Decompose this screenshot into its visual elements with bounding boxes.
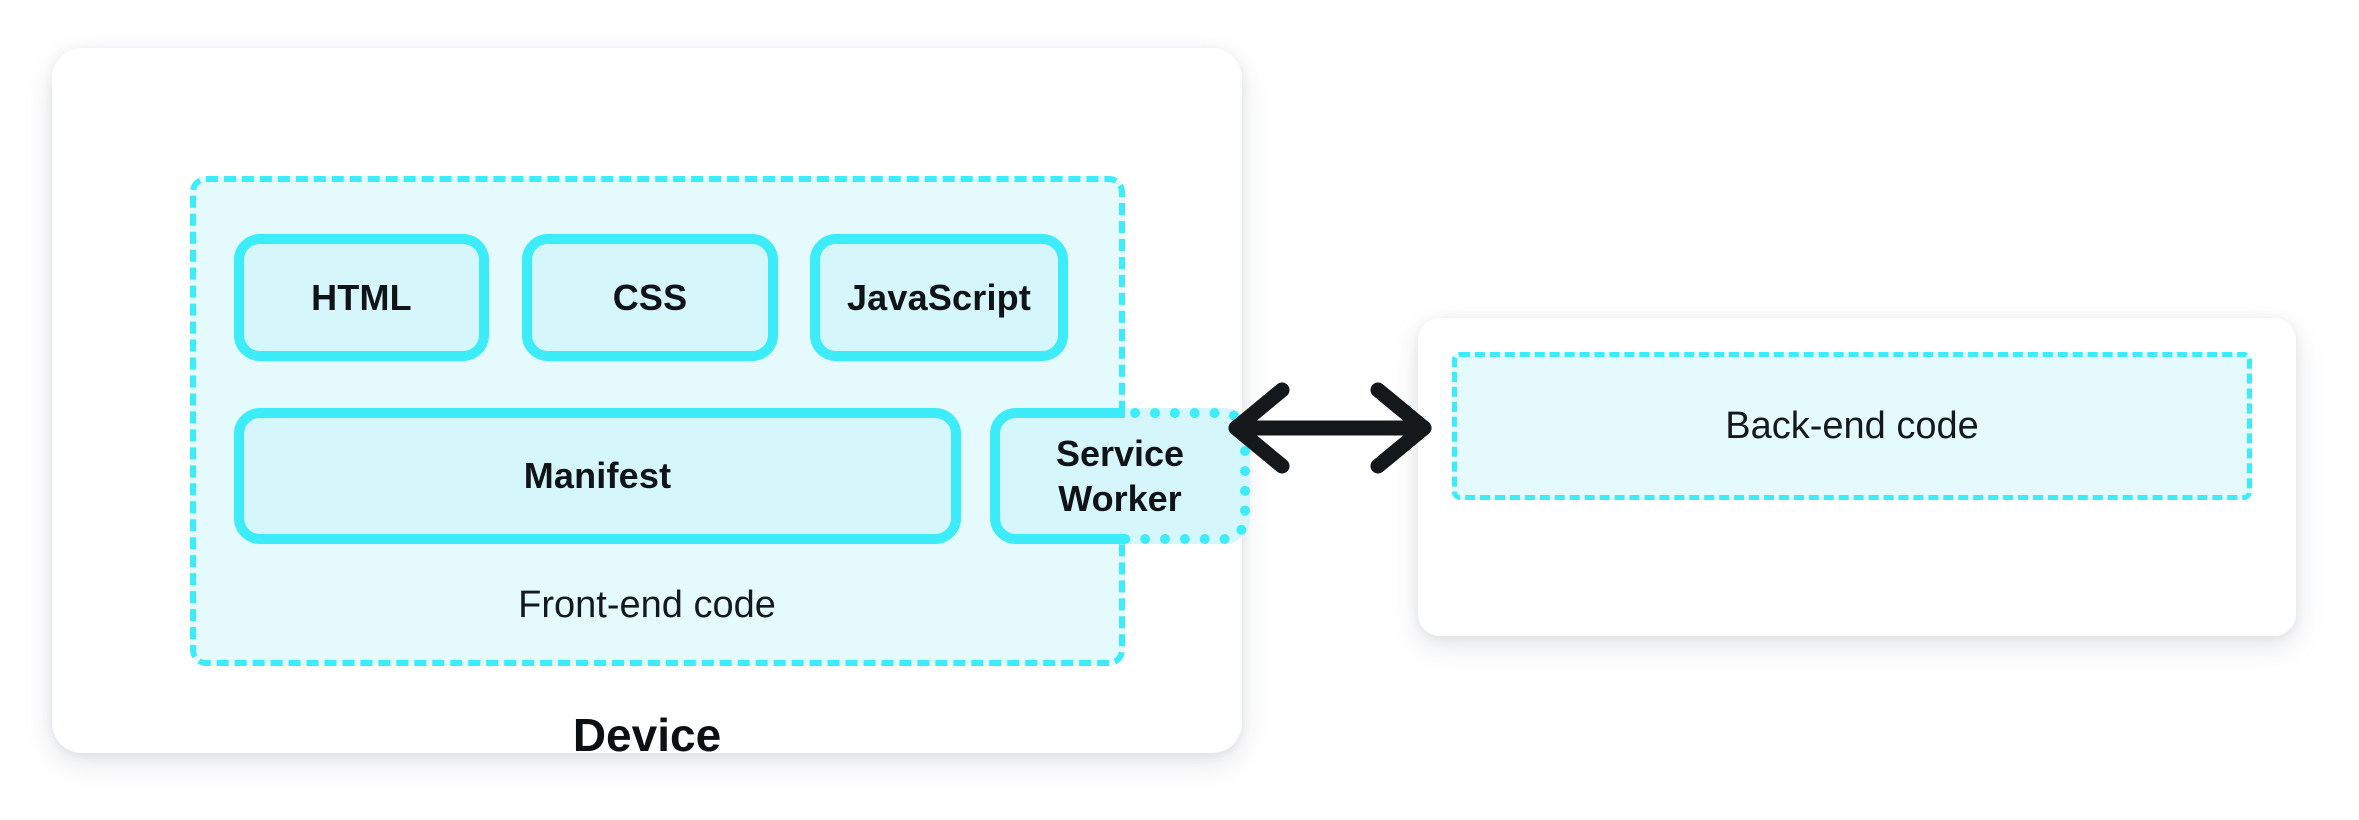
css-box: CSS: [522, 234, 778, 361]
javascript-box-label: JavaScript: [846, 276, 1032, 318]
service-worker-box-label: Service Worker: [1055, 433, 1185, 519]
html-box-label: HTML: [311, 276, 412, 318]
javascript-box: JavaScript: [810, 234, 1068, 361]
manifest-box: Manifest: [234, 408, 961, 544]
backend-code-box: Back-end code: [1452, 352, 2252, 500]
bidirectional-arrow-icon: [1218, 376, 1442, 480]
device-card: HTML CSS JavaScript Manifest Service Wor…: [52, 48, 1250, 761]
frontend-code-label: Front-end code: [518, 584, 776, 626]
backend-code-label: Back-end code: [1725, 404, 1979, 447]
web-server-card: Back-end code Web server: [1418, 318, 2296, 636]
service-worker-box: Service Worker: [990, 408, 1250, 544]
css-box-label: CSS: [612, 276, 688, 318]
device-title: Device: [572, 709, 722, 761]
manifest-box-label: Manifest: [523, 455, 672, 496]
html-box: HTML: [234, 234, 489, 361]
